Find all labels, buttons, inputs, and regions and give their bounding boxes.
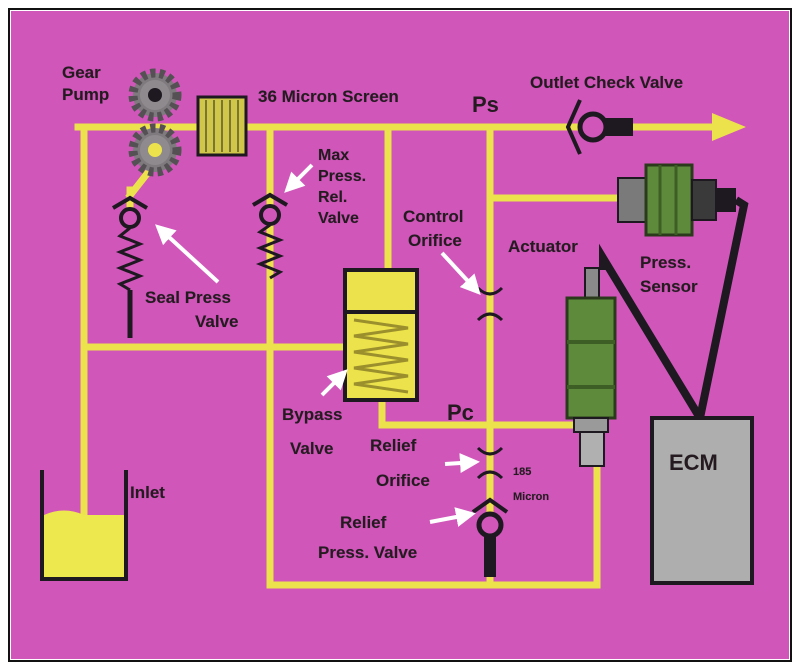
max-press-label-1: Max	[318, 147, 349, 164]
max-press-label-4: Valve	[318, 210, 359, 227]
relief-press-label-1: Relief	[340, 513, 387, 532]
gear-pump	[128, 68, 182, 177]
relief-orifice-label-1: Relief	[370, 436, 417, 455]
bypass-valve-icon	[343, 268, 419, 402]
ecm-box	[650, 416, 754, 585]
labels: Gear Pump 36 Micron Screen Ps Outlet Che…	[62, 63, 718, 563]
pressure-sensor-icon	[617, 163, 736, 237]
relief-orifice-icon	[476, 446, 504, 480]
outlet-check-valve-label: Outlet Check Valve	[530, 73, 683, 92]
control-orifice-label-2: Orifice	[408, 231, 462, 250]
ps-label: Ps	[472, 92, 499, 117]
arrow-bypass-icon	[320, 369, 348, 397]
max-press-label-3: Rel.	[318, 189, 347, 206]
press-sensor-label-1: Press.	[640, 253, 691, 272]
arrow-seal-press-icon	[155, 224, 220, 284]
actuator-icon	[565, 267, 617, 467]
seal-press-label-1: Seal Press	[145, 288, 231, 307]
max-press-rel-valve-icon	[251, 192, 289, 280]
diagram-frame	[8, 8, 792, 662]
control-orifice-label-1: Control	[403, 207, 463, 226]
ecm-cables	[599, 196, 749, 421]
arrow-relief-valve-icon	[429, 507, 476, 527]
ecm-label: ECM	[669, 450, 718, 475]
max-press-label-2: Press.	[318, 168, 366, 185]
screen-filter-icon	[196, 95, 248, 157]
micron-185-label-2: Micron	[513, 491, 549, 503]
actuator-label: Actuator	[508, 237, 578, 256]
press-sensor-label-2: Sensor	[640, 277, 698, 296]
gear-top-icon	[128, 68, 182, 122]
outlet-arrow	[712, 113, 746, 141]
relief-press-label-2: Press. Valve	[318, 543, 417, 562]
relief-press-valve-icon	[471, 497, 509, 577]
gear-pump-label-2: Pump	[62, 85, 109, 104]
arrow-max-press-icon	[284, 163, 314, 193]
gear-bottom-icon	[128, 123, 182, 177]
bypass-label-2: Valve	[290, 439, 334, 458]
arrow-control-orifice-icon	[440, 251, 481, 295]
seal-press-valve-icon	[111, 195, 149, 338]
gear-pump-label: Gear	[62, 63, 101, 82]
screen-label: 36 Micron Screen	[258, 87, 399, 106]
inlet-reservoir	[40, 470, 128, 581]
pc-label: Pc	[447, 400, 474, 425]
relief-orifice-label-2: Orifice	[376, 471, 430, 490]
inlet-label: Inlet	[130, 483, 165, 502]
pointer-arrows	[155, 163, 481, 527]
pump-to-seal-line	[125, 167, 153, 201]
outlet-check-valve-icon	[565, 99, 633, 155]
arrow-relief-orifice-icon	[444, 453, 480, 474]
bypass-label-1: Bypass	[282, 405, 342, 424]
seal-press-label-2: Valve	[195, 312, 239, 331]
micron-185-label-1: 185	[513, 466, 531, 478]
